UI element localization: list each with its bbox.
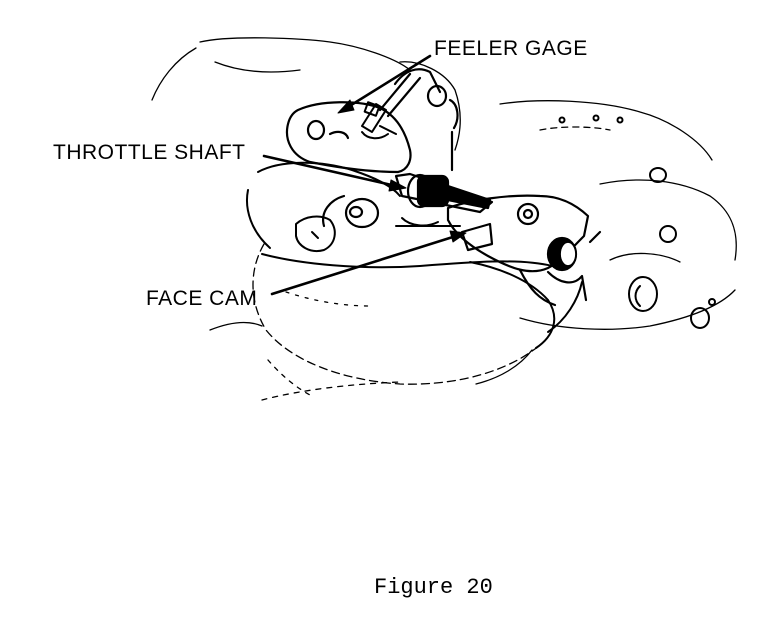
throttle-shaft — [322, 172, 494, 229]
feeler-gage-label: FEELER GAGE — [434, 37, 588, 60]
throttle-shaft-label: THROTTLE SHAFT — [53, 141, 246, 164]
face-cam-leader — [270, 234, 458, 296]
face-cam-label: FACE CAM — [146, 287, 258, 310]
housing-holes — [558, 114, 716, 329]
leader-arrows — [262, 54, 458, 296]
lower-body — [246, 161, 583, 349]
lower-silhouette — [209, 243, 541, 401]
upper-lever — [285, 68, 459, 174]
arrow-heads — [337, 99, 467, 243]
face-cam-arrowhead — [449, 230, 467, 243]
feeler-gage-leader — [346, 54, 432, 109]
throttle-shaft-leader — [262, 154, 398, 188]
figure-caption: Figure 20 — [374, 575, 493, 600]
feeler-gage — [361, 101, 397, 140]
face-cam-body — [446, 194, 602, 307]
housing-outline — [151, 37, 737, 330]
throttle-shaft-arrowhead — [388, 179, 407, 192]
feeler-gage-arrowhead — [337, 99, 355, 114]
